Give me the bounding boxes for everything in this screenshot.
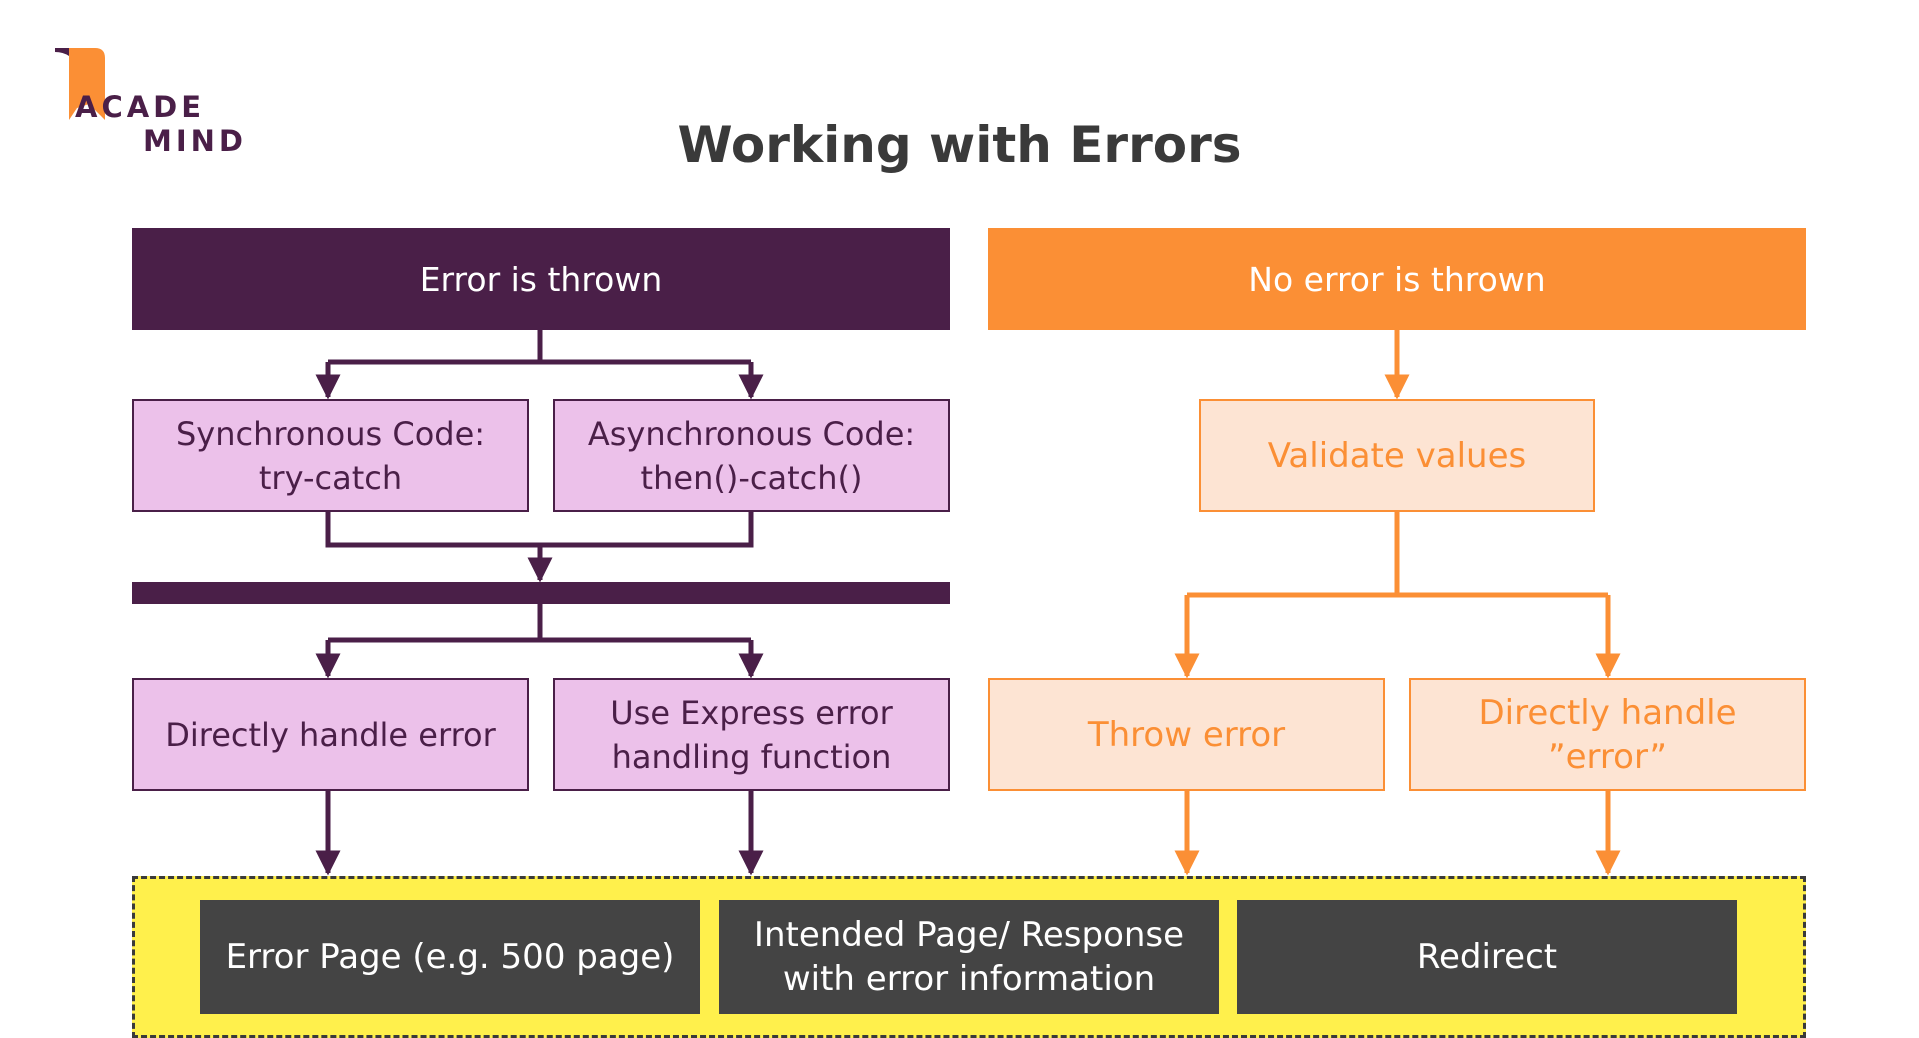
intended-page-line1: Intended Page/ Response [753, 915, 1185, 955]
left-connectors [315, 330, 764, 876]
logo-line1: ACADE [75, 90, 206, 124]
sync-code-box: Synchronous Code: try-catch [132, 399, 529, 512]
redirect-box: Redirect [1237, 900, 1737, 1014]
express-handler-box: Use Express error handling function [553, 678, 950, 791]
async-code-line2: then()-catch() [640, 458, 863, 497]
bookmark-icon [55, 48, 105, 120]
logo-line2: MIND [143, 124, 247, 158]
sync-code-line2: try-catch [258, 458, 403, 497]
right-connectors [1174, 330, 1621, 876]
express-handler-line2: handling function [611, 737, 892, 776]
direct-handle-error-box: Directly handle error [132, 678, 529, 791]
async-code-box: Asynchronous Code: then()-catch() [553, 399, 950, 512]
express-handler-line1: Use Express error [610, 693, 893, 732]
direct-handle-line1: Directly handle [1478, 692, 1737, 733]
page-title: Working with Errors [677, 116, 1242, 174]
async-code-line1: Asynchronous Code: [587, 414, 916, 453]
error-page-box: Error Page (e.g. 500 page) [200, 900, 700, 1014]
academind-logo: ACADE MIND [55, 44, 255, 164]
intended-page-box: Intended Page/ Response with error infor… [719, 900, 1219, 1014]
validate-values-box: Validate values [1199, 399, 1595, 512]
throw-error-box: Throw error [988, 678, 1385, 791]
direct-handle-line2: ”error” [1548, 736, 1667, 777]
error-thrown-header: Error is thrown [132, 228, 950, 330]
merge-bar [132, 582, 950, 604]
no-error-thrown-header: No error is thrown [988, 228, 1806, 330]
intended-page-line2: with error information [782, 959, 1156, 999]
sync-code-line1: Synchronous Code: [175, 414, 486, 453]
direct-handle-error-right-box: Directly handle ”error” [1409, 678, 1806, 791]
